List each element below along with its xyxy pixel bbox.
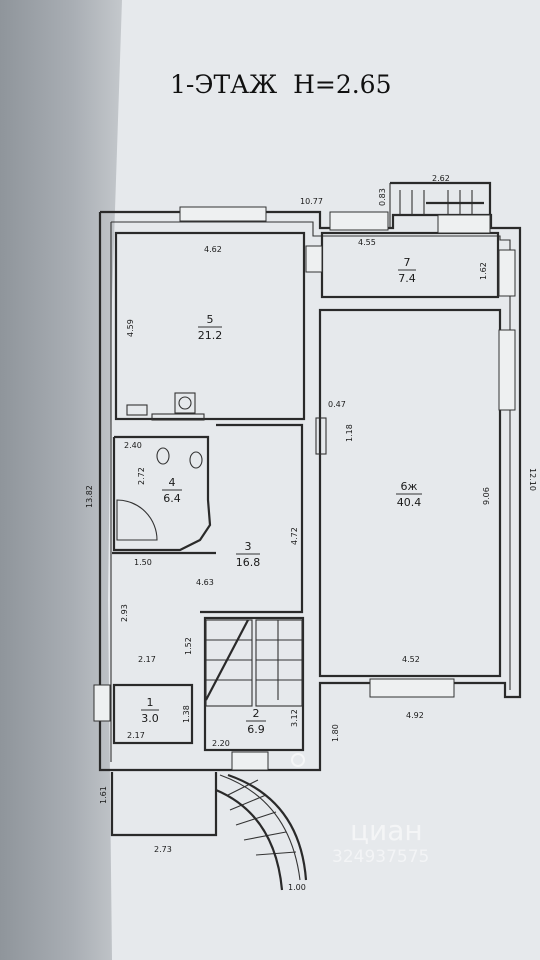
windows bbox=[93, 206, 516, 771]
dim-label: 4.63 bbox=[196, 578, 214, 587]
dim-label: 1.52 bbox=[184, 637, 193, 655]
dim-label: 1.62 bbox=[479, 262, 488, 280]
dim-label: 4.59 bbox=[126, 319, 135, 337]
dim-label: 0.47 bbox=[328, 400, 346, 409]
watermark-id: 324937575 bbox=[332, 847, 429, 867]
fixtures bbox=[116, 392, 327, 541]
room-area: 6.9 bbox=[247, 723, 265, 736]
dim-label: 2.72 bbox=[137, 467, 146, 485]
stairs bbox=[205, 190, 484, 891]
dim-label: 2.62 bbox=[432, 174, 450, 183]
dim-label: 3.12 bbox=[290, 709, 299, 727]
room-number: 2 bbox=[253, 707, 260, 720]
room-number: 5 bbox=[207, 313, 214, 326]
room-area: 3.0 bbox=[141, 712, 159, 725]
dim-label: 4.92 bbox=[406, 711, 424, 720]
dim-label: 4.62 bbox=[204, 245, 222, 254]
dim-label: 2.73 bbox=[154, 845, 172, 854]
dim-label: 2.93 bbox=[120, 604, 129, 622]
dim-label: 1.50 bbox=[134, 558, 152, 567]
room-labels: 5 21.2 7 7.4 4 6.4 3 16.8 6ж 40.4 1 3.0 … bbox=[141, 256, 422, 736]
dim-label: 2.40 bbox=[124, 441, 142, 450]
page-shadow bbox=[0, 0, 122, 960]
room-area: 40.4 bbox=[397, 496, 422, 509]
room-area: 7.4 bbox=[398, 272, 416, 285]
dim-label: 2.20 bbox=[212, 739, 230, 748]
dim-label: 1.00 bbox=[288, 883, 306, 892]
room-area: 6.4 bbox=[163, 492, 181, 505]
dim-label: 12.10 bbox=[528, 468, 537, 491]
dim-label: 1.61 bbox=[99, 786, 108, 804]
room-number: 7 bbox=[404, 256, 411, 269]
dim-label: 0.83 bbox=[378, 188, 387, 206]
room-number: 4 bbox=[169, 476, 176, 489]
dim-label: 2.17 bbox=[138, 655, 156, 664]
dimension-labels: 10.77 2.62 0.83 4.62 4.55 1.62 4.59 0.47… bbox=[85, 174, 537, 892]
interior-walls bbox=[110, 181, 502, 837]
room-number: 3 bbox=[245, 540, 252, 553]
dim-label: 2.17 bbox=[127, 731, 145, 740]
plan-title: 1-ЭТАЖ Н=2.65 bbox=[170, 70, 391, 99]
room-number: 1 bbox=[147, 696, 154, 709]
dim-label: 1.18 bbox=[345, 424, 354, 442]
dim-label: 1.38 bbox=[182, 705, 191, 723]
room-area: 21.2 bbox=[198, 329, 223, 342]
dim-label: 1.80 bbox=[331, 724, 340, 742]
dim-label: 4.55 bbox=[358, 238, 376, 247]
dim-label: 9.06 bbox=[482, 487, 491, 505]
room-number: 6ж bbox=[401, 480, 418, 493]
dim-label: 4.72 bbox=[290, 527, 299, 545]
dim-label: 4.52 bbox=[402, 655, 420, 664]
watermark: циан 324937575 bbox=[291, 753, 429, 867]
dim-label: 13.82 bbox=[85, 485, 94, 508]
paper-sheet bbox=[108, 0, 540, 960]
watermark-brand: циан bbox=[350, 814, 423, 847]
dim-label: 10.77 bbox=[300, 197, 323, 206]
room-area: 16.8 bbox=[236, 556, 261, 569]
